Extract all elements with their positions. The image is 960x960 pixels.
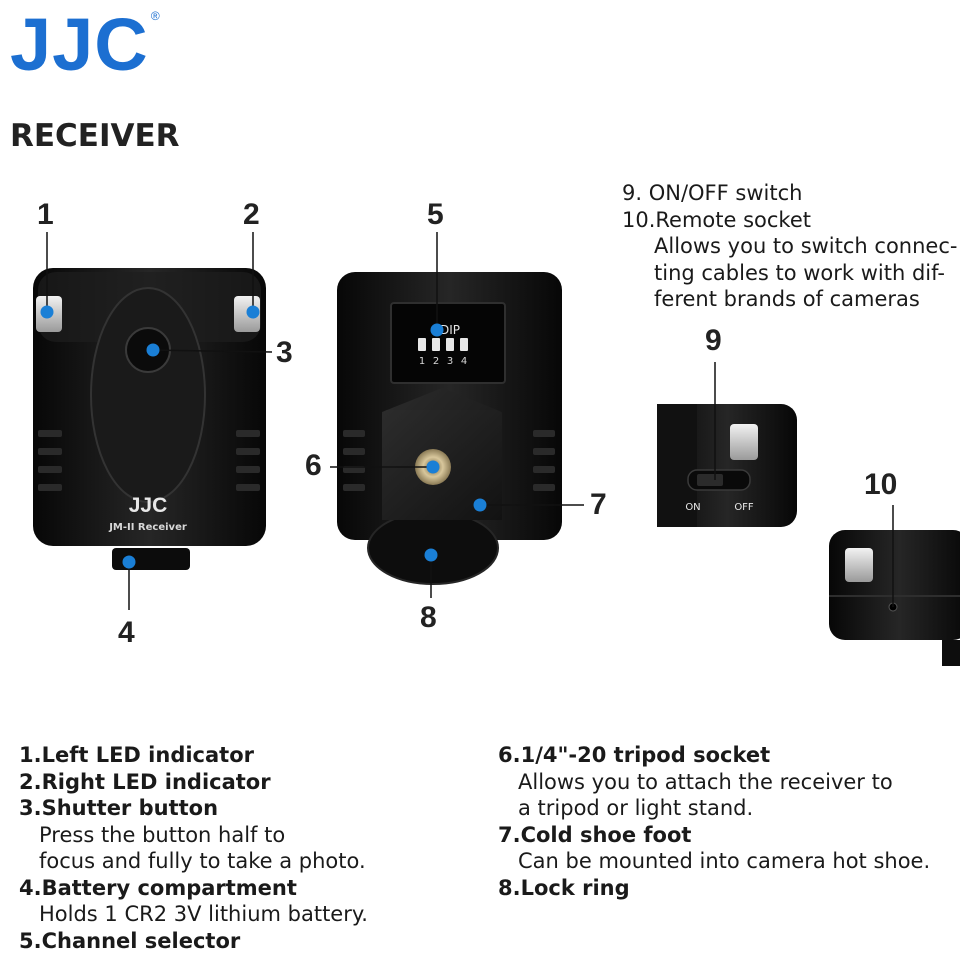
- front-oval-panel: [90, 287, 206, 503]
- dip-label: DIP: [440, 323, 460, 337]
- receiver-back-view: DIP 1 2 3 4: [337, 272, 562, 585]
- side-body-socket: [829, 530, 960, 640]
- feature-title-6: 6.1/4"-20 tripod socket: [498, 743, 771, 767]
- feature-desc-7-line-1: Can be mounted into camera hot shoe.: [518, 849, 931, 873]
- feature-list-left: 1.Left LED indicator 2.Right LED indicat…: [19, 742, 479, 954]
- switch-socket-description: 9. ON/OFF switch 10.Remote socket Allows…: [622, 180, 957, 313]
- dip-number-2: 2: [433, 356, 439, 367]
- off-label: OFF: [734, 502, 754, 513]
- on-label: ON: [685, 502, 700, 513]
- callout-dot-7: [473, 498, 487, 512]
- feature-title-7: 7.Cold shoe foot: [498, 822, 692, 847]
- side-led: [730, 424, 758, 460]
- receiver-front-view: JJC JM-II Receiver: [33, 268, 266, 570]
- page-title: RECEIVER: [10, 118, 180, 154]
- desc-item-9: 9. ON/OFF switch: [622, 181, 803, 205]
- desc-item-10-line-2: ting cables to work with dif-: [654, 260, 945, 285]
- callout-2: 2: [243, 198, 260, 231]
- callout-8: 8: [420, 601, 437, 634]
- callout-dots: [40, 305, 487, 569]
- receiver-side-view-socket: [829, 530, 960, 666]
- feature-desc-6-line-1: Allows you to attach the receiver to: [518, 769, 893, 794]
- callout-9: 9: [705, 324, 722, 357]
- callout-dot-2: [246, 305, 260, 319]
- receiver-side-view-switch: ON OFF: [657, 404, 797, 527]
- feature-title-3: 3.Shutter button: [19, 796, 219, 820]
- callout-6: 6: [305, 449, 322, 482]
- feature-desc-3-line-1: Press the button half to: [39, 822, 286, 847]
- feature-title-4: 4.Battery compartment: [19, 875, 297, 900]
- callout-3: 3: [276, 336, 293, 369]
- feature-desc-3-line-2: focus and fully to take a photo.: [39, 849, 366, 873]
- feature-desc-6-line-2: a tripod or light stand.: [518, 796, 754, 820]
- callout-dot-5: [430, 323, 444, 337]
- device-brand-label: JJC: [129, 494, 168, 517]
- side-led-2: [845, 548, 873, 582]
- lock-ring: [367, 511, 499, 585]
- device-model-label: JM-II Receiver: [108, 522, 187, 533]
- dip-number-3: 3: [447, 356, 453, 367]
- feature-title-5: 5.Channel selector: [19, 928, 241, 953]
- feature-title-1: 1.Left LED indicator: [19, 743, 254, 767]
- callout-dot-8: [424, 548, 438, 562]
- callout-7: 7: [590, 488, 607, 521]
- callout-4: 4: [118, 616, 135, 649]
- callout-1: 1: [37, 198, 54, 231]
- registered-mark: ®: [150, 9, 161, 23]
- callout-dot-1: [40, 305, 54, 319]
- callout-dot-6: [426, 460, 440, 474]
- feature-title-2: 2.Right LED indicator: [19, 769, 271, 794]
- callout-5: 5: [427, 198, 444, 231]
- feature-desc-4-line-1: Holds 1 CR2 3V lithium battery.: [39, 902, 368, 926]
- callout-dot-4: [122, 555, 136, 569]
- dip-switches: [418, 338, 468, 351]
- callout-10: 10: [864, 468, 898, 501]
- callout-dot-3: [146, 343, 160, 357]
- brand-logo: JJC®: [10, 8, 160, 82]
- desc-item-10-line-3: ferent brands of cameras: [654, 287, 920, 311]
- dip-number-4: 4: [461, 356, 467, 367]
- brand-logo-text: JJC: [10, 3, 149, 86]
- desc-item-10-line-1: Allows you to switch connec-: [654, 234, 958, 258]
- desc-item-10: 10.Remote socket: [622, 207, 811, 232]
- feature-list-right: 6.1/4"-20 tripod socket Allows you to at…: [498, 742, 958, 901]
- dip-number-1: 1: [419, 356, 425, 367]
- feature-title-8: 8.Lock ring: [498, 875, 630, 900]
